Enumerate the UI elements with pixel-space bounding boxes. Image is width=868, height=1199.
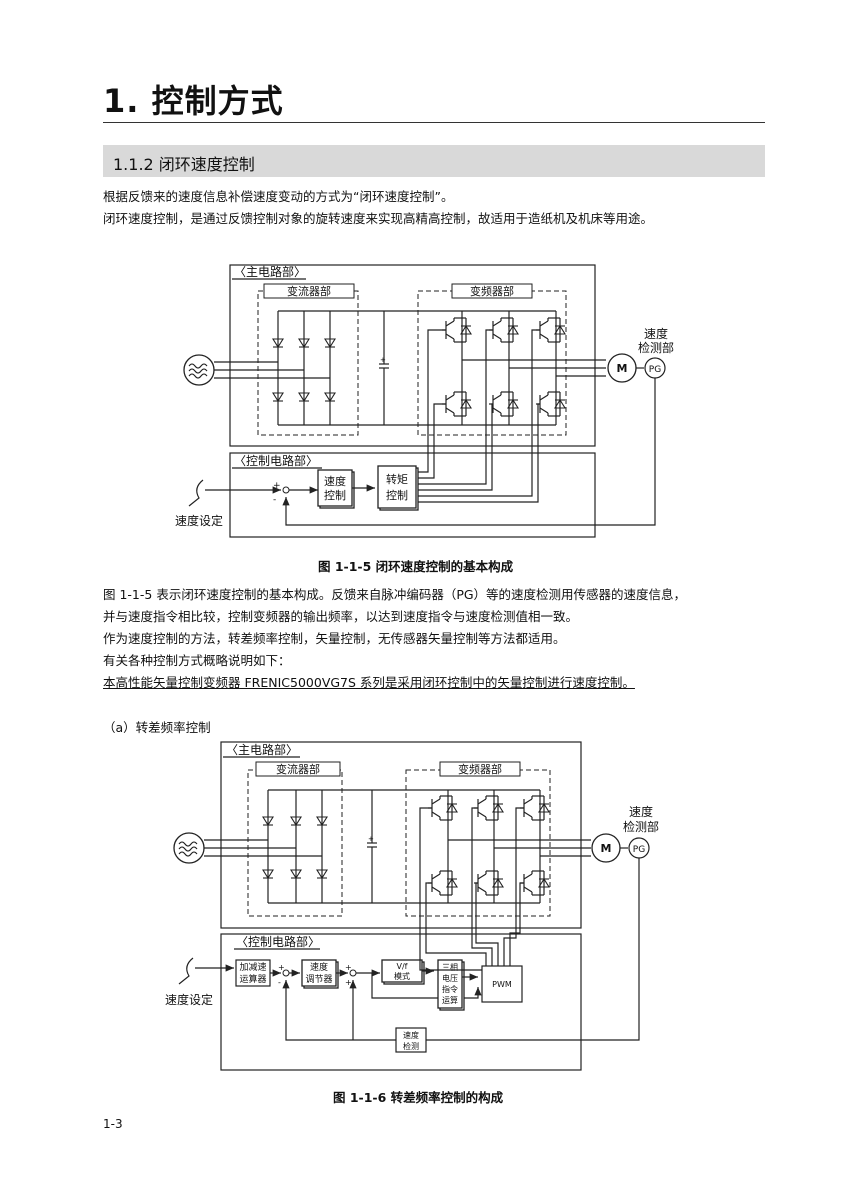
fig2-accel-label-1: 加减速: [239, 961, 266, 973]
body-line-3: 作为速度控制的方法，转差频率控制，矢量控制，无传感器矢量控制等方法都适用。: [103, 631, 566, 646]
fig2-three-phase-label-2: 电压: [442, 973, 458, 983]
body-line-2: 并与速度指令相比较，控制变频器的输出频率，以达到速度指令与速度检测值相一致。: [103, 609, 579, 624]
fig2-plus-sign-3: +: [345, 978, 352, 987]
fig1-inverter-label: 变频器部: [470, 284, 514, 298]
fig2-vf-label-2: 模式: [394, 971, 410, 981]
fig2-speed-feedback-label-1: 速度: [403, 1030, 419, 1040]
figure2-caption: 图 1-1-6 转差频率控制的构成: [333, 1090, 504, 1105]
fig2-regulator-label-1: 速度: [310, 961, 328, 973]
body-line-1: 图 1-1-5 表示闭环速度控制的基本构成。反馈来自脉冲编码器（PG）等的速度检…: [103, 587, 687, 602]
fig1-speed-control-label-1: 速度: [324, 474, 346, 488]
fig2-three-phase-label-3: 指令: [442, 984, 458, 994]
fig1-speed-setting-label: 速度设定: [175, 513, 223, 528]
section-title: 1.1.2 闭环速度控制: [113, 155, 255, 174]
fig2-inverter-label: 变频器部: [458, 762, 502, 776]
fig1-speed-detect-label-1: 速度: [644, 326, 668, 341]
fig2-motor-symbol: M: [601, 842, 612, 855]
fig2-speed-detect-label-1: 速度: [629, 804, 653, 819]
fig2-plus-sign-1: +: [278, 963, 285, 972]
fig1-speed-control-label-2: 控制: [324, 488, 346, 502]
fig1-control-circuit-label: 〈控制电路部〉: [234, 453, 318, 468]
fig2-plus-sign-2: +: [345, 963, 352, 972]
fig2-control-circuit-label: 〈控制电路部〉: [236, 934, 320, 949]
fig2-accel-label-2: 运算器: [239, 973, 266, 985]
fig1-plus-sign: +: [273, 481, 281, 491]
fig2-converter-label: 变流器部: [276, 762, 320, 776]
fig2-pwm-label: PWM: [492, 980, 512, 989]
fig1-minus-sign: -: [273, 495, 276, 505]
body-line-4: 有关各种控制方式概略说明如下：: [103, 653, 291, 668]
fig2-vf-label-1: V/f: [397, 962, 408, 971]
fig1-torque-control-label-1: 转矩: [386, 472, 408, 486]
fig1-torque-control-label-2: 控制: [386, 488, 408, 502]
fig1-speed-detect-label-2: 检测部: [638, 340, 674, 355]
fig2-three-phase-label-1: 三相: [442, 962, 458, 972]
fig2-regulator-label-2: 调节器: [305, 974, 332, 985]
fig2-minus-sign: -: [278, 978, 281, 987]
chapter-divider: [103, 122, 765, 123]
section-header: 1.1.2 闭环速度控制: [103, 145, 765, 177]
fig2-three-phase-label-4: 运算: [442, 995, 458, 1005]
fig2-pg-symbol: PG: [633, 845, 645, 855]
page-number: 1-3: [103, 1117, 123, 1131]
fig2-speed-detect-label-2: 检测部: [623, 819, 659, 834]
fig2-main-circuit-label: 〈主电路部〉: [226, 742, 298, 757]
intro-line-1: 根据反馈来的速度信息补偿速度变动的方式为“闭环速度控制”。: [103, 189, 454, 204]
intro-line-2: 闭环速度控制，是通过反馈控制对象的旋转速度来实现高精高控制，故适用于造纸机及机床…: [103, 211, 654, 226]
subsection-a-heading: （a）转差频率控制: [103, 720, 211, 735]
svg-text:+: +: [380, 356, 386, 364]
fig2-speed-feedback-label-2: 检测: [403, 1041, 419, 1051]
fig1-converter-label: 变流器部: [287, 284, 331, 298]
fig1-main-circuit-label: 〈主电路部〉: [234, 264, 306, 279]
fig1-pg-symbol: PG: [649, 365, 661, 375]
svg-text:+: +: [368, 835, 374, 843]
figure1-caption: 图 1-1-5 闭环速度控制的基本构成: [318, 559, 514, 574]
chapter-title: 1. 控制方式: [103, 82, 284, 120]
fig2-speed-setting-label: 速度设定: [165, 992, 213, 1007]
fig1-motor-symbol: M: [617, 362, 628, 375]
underlined-note: 本高性能矢量控制变频器 FRENIC5000VG7S 系列是采用闭环控制中的矢量…: [103, 675, 635, 690]
